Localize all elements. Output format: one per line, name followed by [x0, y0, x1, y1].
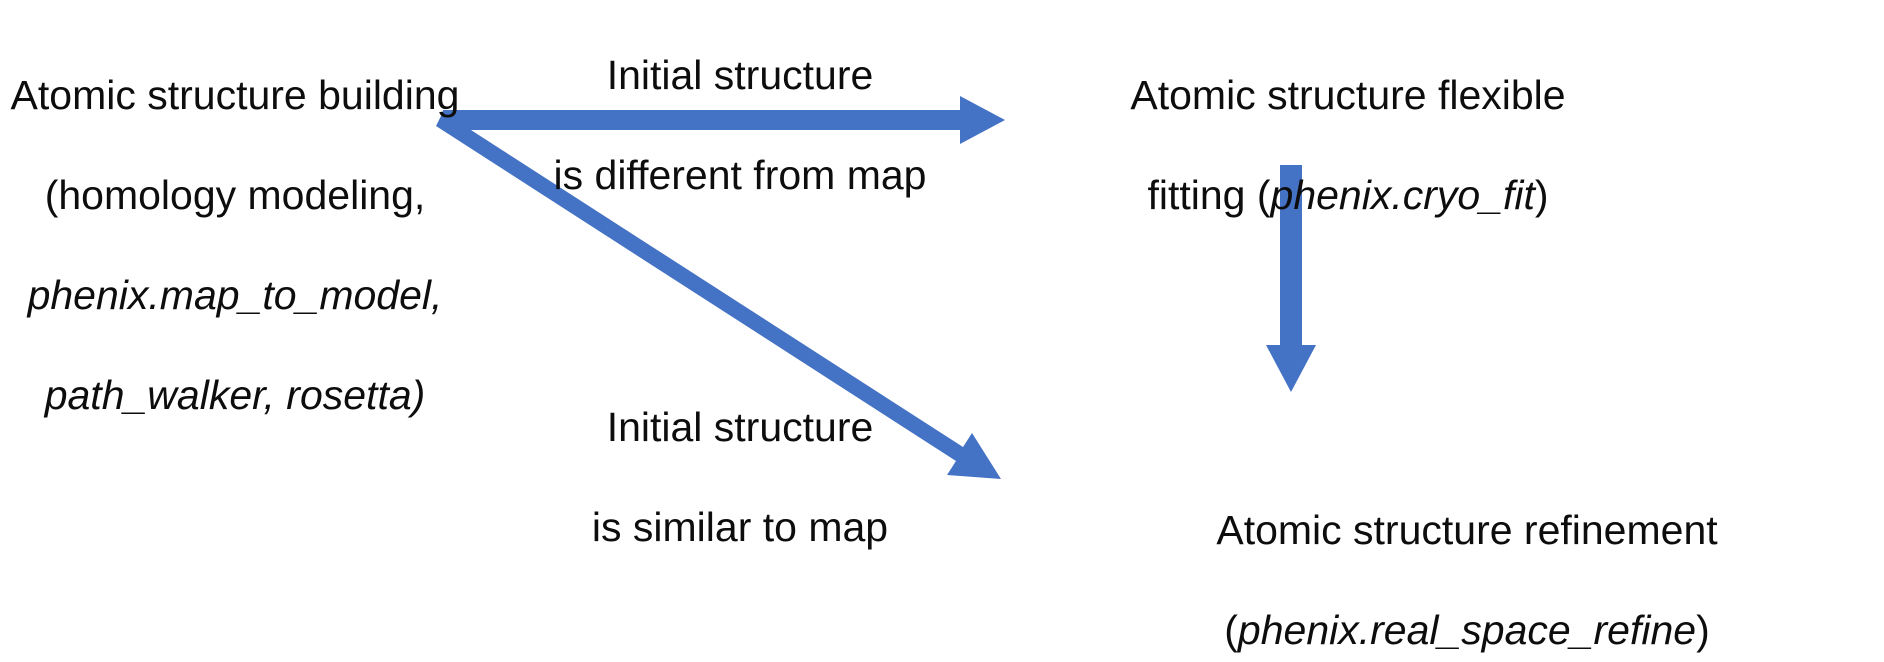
- node-atomic-structure-refinement: Atomic structure refinement (phenix.real…: [1050, 455, 1884, 662]
- node-atomic-structure-building: Atomic structure building (homology mode…: [0, 20, 470, 470]
- node-refine-line-2: (phenix.real_space_refine): [1050, 605, 1884, 655]
- edge-label-different-line-1: Initial structure: [606, 52, 874, 99]
- node-atomic-structure-flexible-fitting: Atomic structure flexible fitting (pheni…: [1068, 20, 1628, 270]
- node-fit-program-name: phenix.cryo_fit: [1270, 172, 1535, 219]
- edge-label-similar-line-2: is similar to map: [591, 504, 889, 551]
- edge-label-initial-structure-similar: Initial structure is similar to map: [520, 352, 960, 602]
- node-refine-prefix: (: [1224, 607, 1238, 654]
- node-fit-line-1: Atomic structure flexible: [1130, 72, 1566, 119]
- edge-label-initial-structure-different: Initial structure is different from map: [520, 0, 960, 250]
- edge-label-different-line-2: is different from map: [553, 152, 927, 199]
- node-refine-line-1: Atomic structure refinement: [1216, 507, 1718, 554]
- node-fit-suffix: ): [1534, 172, 1549, 219]
- node-refine-program-name: phenix.real_space_refine: [1237, 607, 1697, 654]
- edge-label-similar-line-1: Initial structure: [606, 404, 874, 451]
- node-build-line-1: Atomic structure building: [10, 72, 460, 119]
- node-build-line-4-italic: path_walker, rosetta): [44, 372, 426, 419]
- node-fit-prefix: fitting (: [1147, 172, 1271, 219]
- node-build-line-4: path_walker, rosetta): [0, 370, 470, 420]
- node-build-line-2: (homology modeling,: [44, 172, 426, 219]
- node-fit-line-2: fitting (phenix.cryo_fit): [1068, 170, 1628, 220]
- node-refine-suffix: ): [1696, 607, 1710, 654]
- node-build-line-3: phenix.map_to_model,: [27, 272, 443, 319]
